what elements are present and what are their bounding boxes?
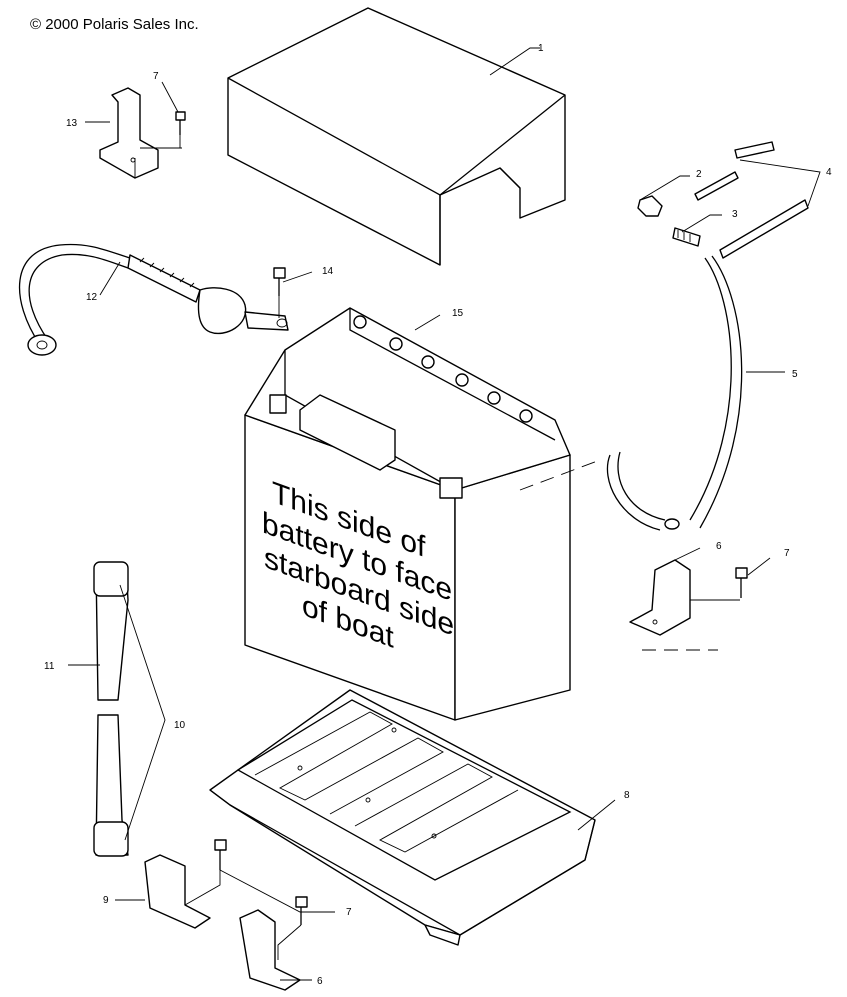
terminal-hardware <box>637 141 809 259</box>
bracket-9 <box>144 854 211 929</box>
cable-5 <box>606 255 743 531</box>
leader-lines <box>68 47 821 981</box>
callout-14: 14 <box>322 266 334 277</box>
screw-7-bottom-b <box>295 896 308 925</box>
cable-12 <box>18 243 289 356</box>
bolt-4a <box>694 171 739 201</box>
callout-7-bottom: 7 <box>346 907 352 918</box>
callout-5: 5 <box>792 369 798 380</box>
screw-14 <box>273 267 286 318</box>
callout-1: 1 <box>538 43 544 54</box>
battery-tray-8 <box>209 689 596 946</box>
callout-9: 9 <box>103 895 109 906</box>
nut-2 <box>637 195 663 217</box>
callout-10: 10 <box>174 720 186 731</box>
boot-3 <box>672 227 701 247</box>
screw-7-top <box>175 111 186 148</box>
callout-7-top: 7 <box>153 71 159 82</box>
strap-11 <box>93 561 129 857</box>
bolt-4b <box>734 141 775 159</box>
bracket-6-bottom <box>239 909 301 991</box>
callout-2: 2 <box>696 169 702 180</box>
callout-4: 4 <box>826 167 832 178</box>
callout-6-bottom: 6 <box>317 976 323 987</box>
screw-7-right <box>735 567 748 598</box>
bolt-4c <box>719 199 809 259</box>
callout-3: 3 <box>732 209 738 220</box>
copyright-notice: © 2000 Polaris Sales Inc. <box>30 16 199 33</box>
callout-15: 15 <box>452 308 464 319</box>
battery-cover <box>227 7 566 266</box>
vent-caps <box>353 315 533 423</box>
callout-8: 8 <box>624 790 630 801</box>
terminal-negative <box>269 394 287 414</box>
callout-13: 13 <box>66 118 78 129</box>
bracket-13 <box>99 87 159 179</box>
terminal-positive <box>439 477 463 499</box>
callout-labels: 1 2 3 4 5 6 6 7 7 7 8 9 10 11 12 13 14 1… <box>44 43 832 987</box>
callout-6-right: 6 <box>716 541 722 552</box>
callout-11: 11 <box>44 661 55 672</box>
callout-12: 12 <box>86 292 98 303</box>
battery-15: This side of battery to face starboard s… <box>244 307 571 721</box>
bracket-6-right <box>629 559 691 636</box>
callout-7-right: 7 <box>784 548 790 559</box>
screw-7-bottom-a <box>214 839 227 870</box>
